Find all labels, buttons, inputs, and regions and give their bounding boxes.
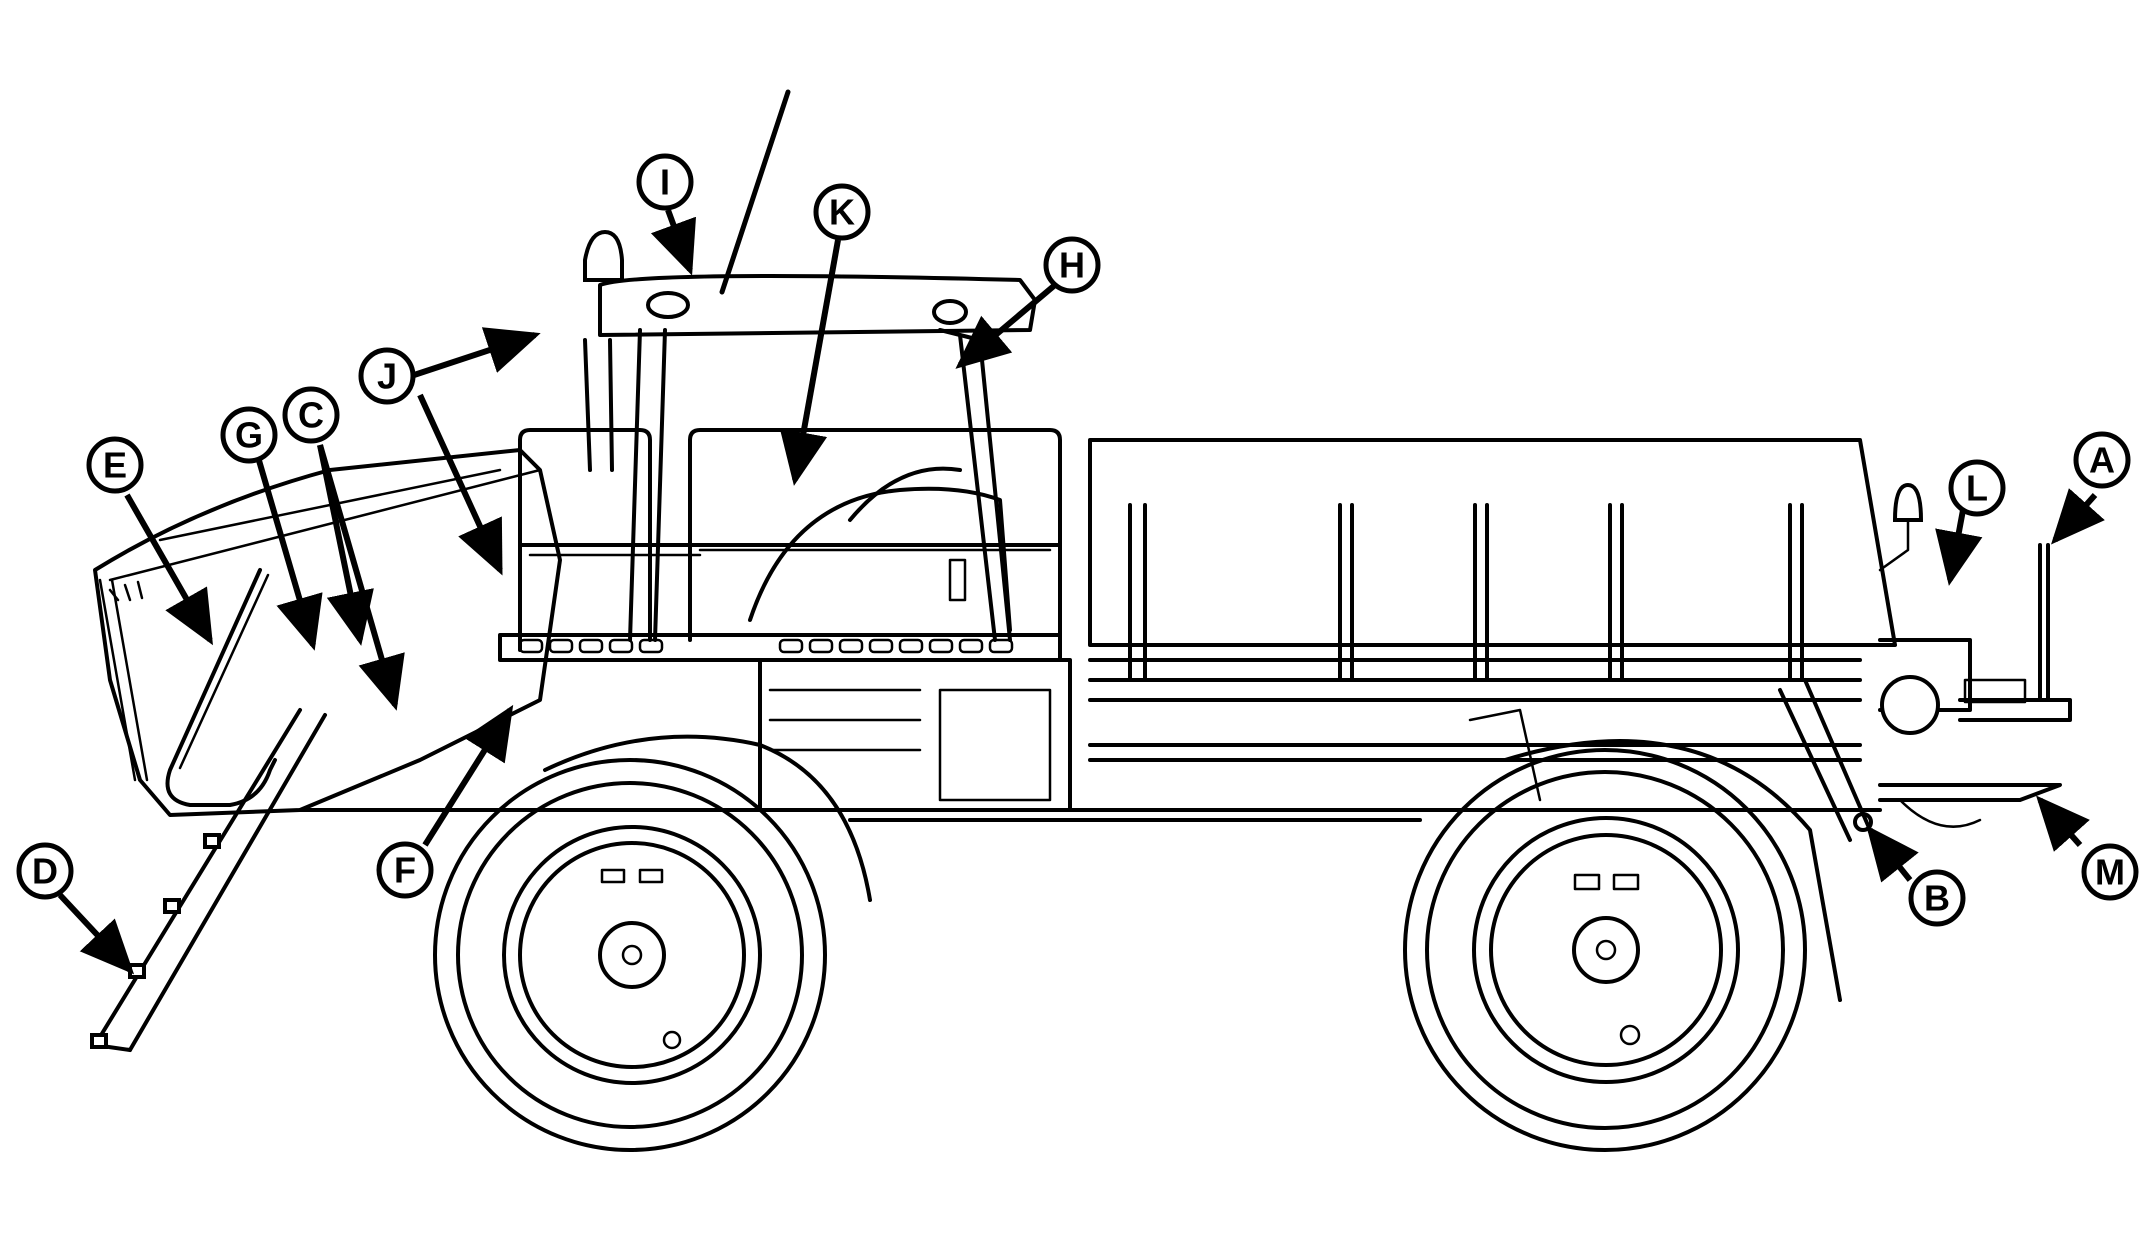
rear-wheel — [1403, 748, 1807, 1152]
callout-I: I — [636, 153, 694, 211]
callout-label: D — [32, 851, 58, 892]
deck-slots — [518, 638, 1014, 654]
grille — [98, 578, 149, 782]
callout-B: B — [1908, 869, 1966, 927]
callout-J: J — [358, 347, 416, 405]
callout-label: A — [2089, 440, 2115, 481]
rear-fender — [1503, 739, 1842, 1002]
callout-label: H — [1059, 245, 1085, 286]
hood — [93, 448, 562, 817]
callout-L: L — [1948, 459, 2006, 517]
callout-label: C — [298, 395, 324, 436]
callout-label: G — [235, 415, 263, 456]
callout-label: F — [394, 850, 416, 891]
callout-G: G — [220, 406, 278, 464]
callout-H: H — [1043, 236, 1101, 294]
callout-F: F — [376, 841, 434, 899]
callout-label: E — [103, 445, 127, 486]
callout-D: D — [16, 842, 74, 900]
hopper — [1088, 438, 1897, 682]
platform-handrails — [518, 428, 1062, 652]
leader-lines — [57, 89, 2105, 975]
callout-M: M — [2081, 843, 2139, 901]
handrail-front — [165, 568, 277, 807]
callout-C: C — [282, 386, 340, 444]
beacon — [583, 229, 624, 282]
callout-E: E — [86, 436, 144, 494]
spinner-assembly — [1778, 482, 2072, 842]
callout-label: B — [1924, 878, 1950, 919]
front-wheel — [433, 758, 827, 1152]
front-fender — [543, 734, 872, 902]
cab — [583, 229, 1037, 642]
callout-label: J — [377, 356, 397, 397]
machine-body — [90, 229, 2072, 1152]
ladder — [90, 708, 327, 1052]
chassis — [298, 658, 1882, 822]
callout-label: K — [829, 192, 855, 233]
callout-label: M — [2095, 852, 2125, 893]
callout-A: A — [2073, 431, 2131, 489]
callout-label: L — [1966, 468, 1988, 509]
callout-label: I — [660, 162, 670, 203]
callout-K: K — [813, 183, 871, 241]
